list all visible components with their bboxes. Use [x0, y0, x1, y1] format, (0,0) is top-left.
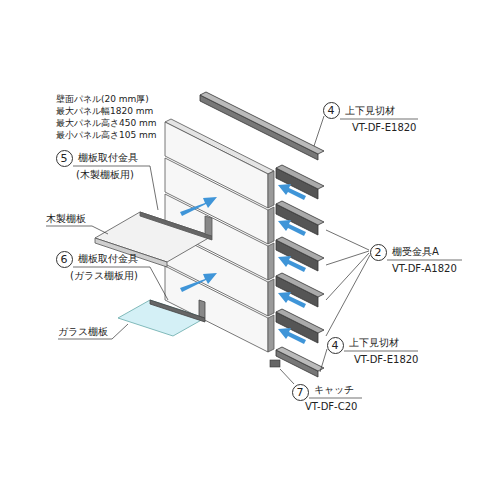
- part-name: ガラス棚板: [58, 326, 108, 338]
- part-name: キャッチ: [314, 384, 354, 396]
- part-name: 棚板取付金具: [78, 253, 138, 265]
- part-code: VT-DF-A1820: [392, 263, 457, 275]
- part-name: 木製棚板: [46, 213, 86, 225]
- callout-number: 2: [375, 247, 382, 258]
- part-code: VT-DF-C20: [305, 401, 357, 413]
- callout-number: 6: [61, 254, 68, 265]
- panel-spec: 最大パネル高さ450 mm: [56, 118, 157, 129]
- panel-spec: 最大パネル幅1820 mm: [56, 106, 153, 117]
- panel-spec: 最小パネル高さ105 mm: [56, 130, 157, 141]
- part-name: 上下見切材: [349, 337, 399, 349]
- part-note: (木製棚板用): [76, 169, 134, 181]
- callout-circle: 5: [56, 150, 73, 167]
- callout-number: 4: [328, 105, 335, 116]
- part-code: VT-DF-E1820: [352, 122, 416, 134]
- callout-circle: 4: [323, 102, 340, 119]
- callout-number: 7: [297, 387, 304, 398]
- callout-circle: 4: [327, 337, 344, 354]
- blue-arrows: [180, 184, 306, 344]
- callout-circle: 6: [56, 251, 73, 268]
- glass-shelf: [118, 300, 205, 336]
- callout-circle: 7: [292, 384, 309, 401]
- part-code: VT-DF-E1820: [354, 354, 418, 366]
- callout-number: 5: [61, 153, 68, 164]
- part-name: 棚板取付金具: [78, 152, 138, 164]
- leader-lines: [46, 116, 462, 398]
- panel-spec: 壁面パネル(20 mm厚): [56, 94, 149, 105]
- part-note: (ガラス棚板用): [70, 270, 138, 282]
- part-name: 上下見切材: [345, 105, 395, 117]
- catch: [270, 360, 280, 367]
- callout-circle: 2: [370, 244, 387, 261]
- part-name: 棚受金具A: [392, 246, 439, 258]
- top-trim-bar: [200, 92, 324, 160]
- shelf-rails: [276, 165, 324, 343]
- callout-number: 4: [332, 340, 339, 351]
